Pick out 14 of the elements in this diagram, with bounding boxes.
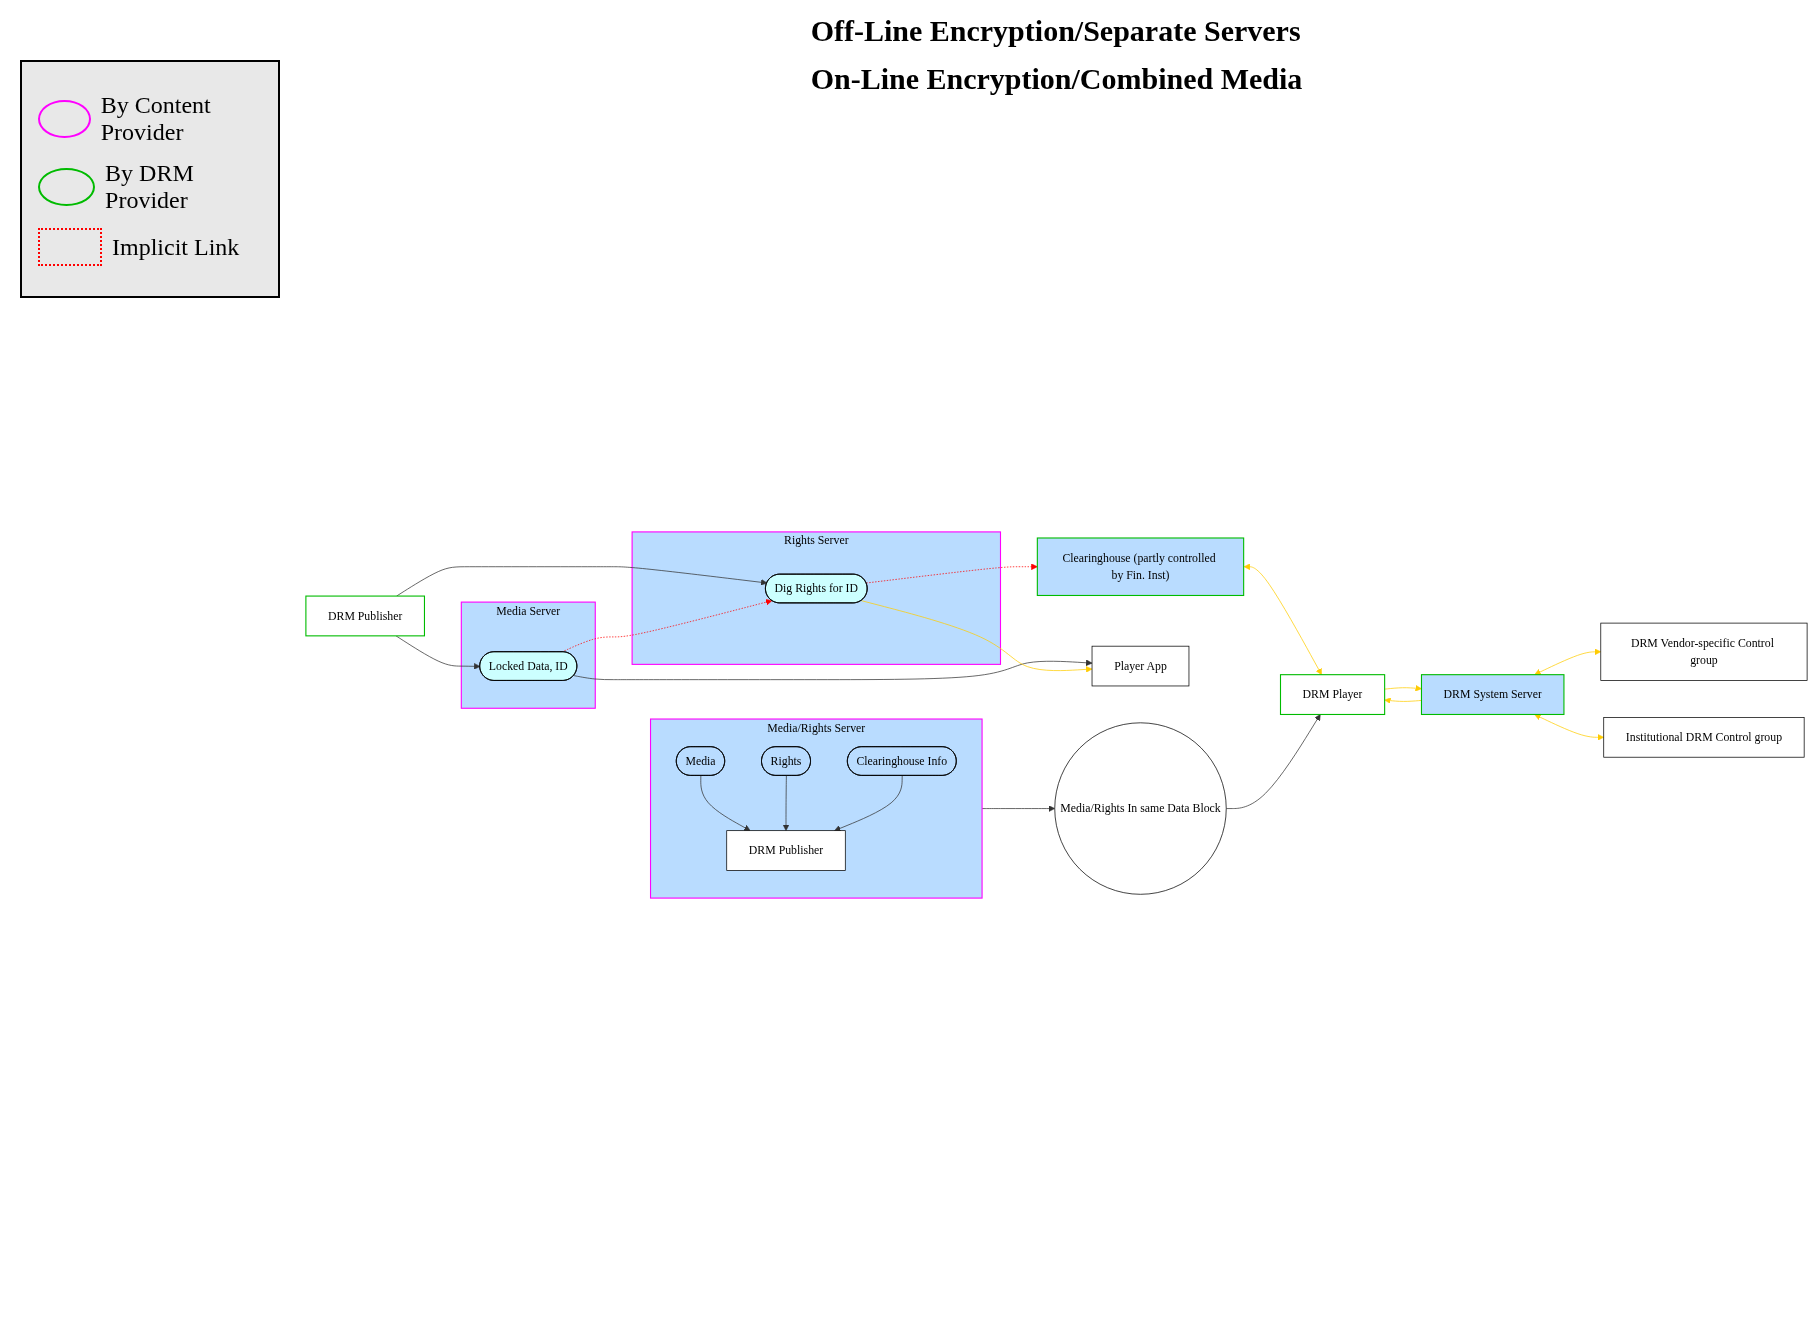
node-box: Player App (1091, 645, 1190, 687)
node-circle: Media/Rights In same Data Block (1054, 722, 1227, 895)
node-box: DRM Player (1279, 674, 1386, 716)
legend-text: Implicit Link (112, 233, 240, 261)
legend-text: By DRM Provider (105, 160, 195, 214)
section-heading: On-Line Encryption/Combined Media (810, 62, 1303, 96)
section-heading: Off-Line Encryption/Separate Servers (810, 14, 1302, 48)
node-box: DRM Publisher (305, 595, 425, 637)
node-box: DRM System Server (1420, 674, 1565, 716)
node-box: DRM Vendor-specific Control group (1600, 622, 1808, 681)
node-box: Clearinghouse (partly controlled by Fin. Inst) (1036, 537, 1245, 597)
node-box: Institutional DRM Control group (1603, 717, 1805, 758)
node-box: DRM Publisher (726, 830, 846, 871)
legend-text: By Content Provider (100, 92, 212, 146)
